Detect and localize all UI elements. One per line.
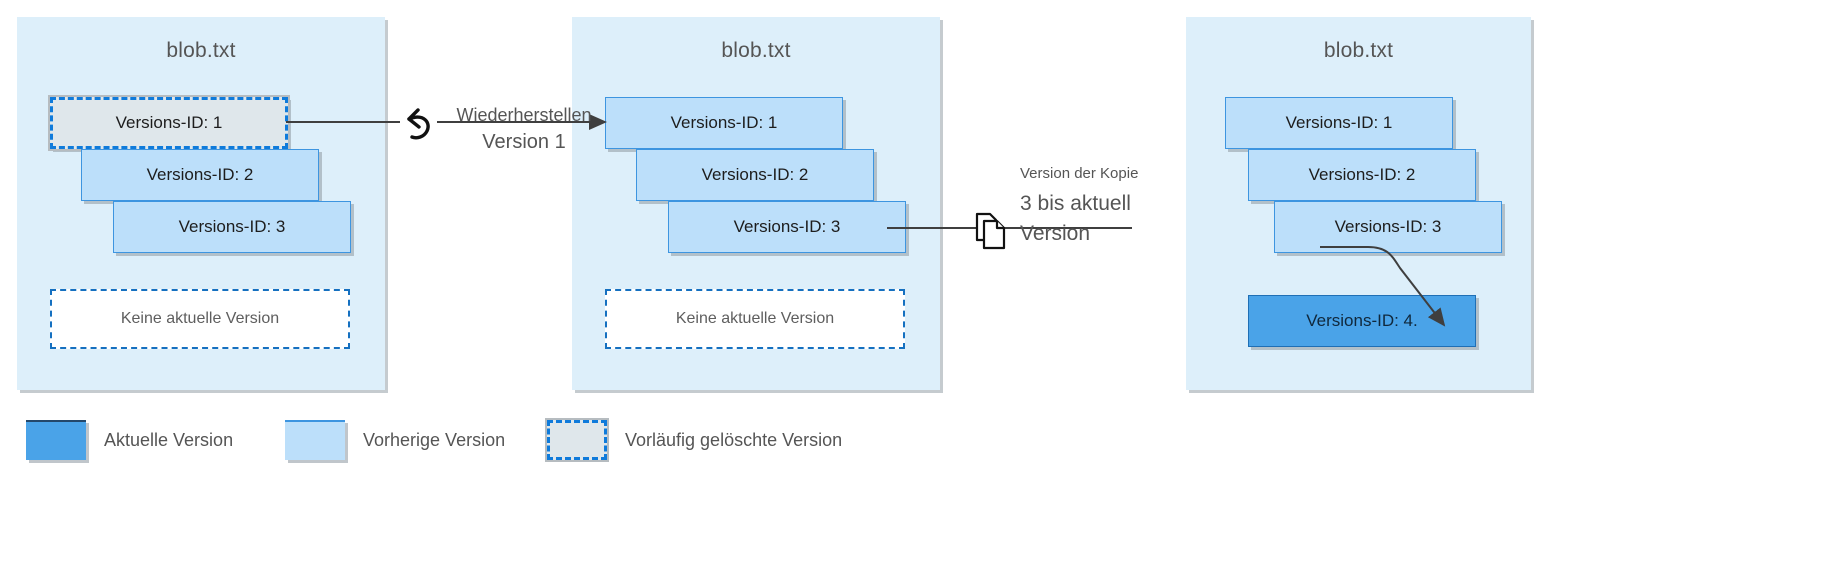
version-box-label: Versions-ID: 1 <box>1285 113 1393 132</box>
legend-previous: Vorherige Version <box>285 420 505 460</box>
legend-label-previous: Vorherige Version <box>363 429 506 450</box>
panel-restored-state: blob.txt Versions-ID: 1 Versions-ID: 2 V… <box>572 17 940 390</box>
version-box-label: Versions-ID: 2 <box>146 165 254 184</box>
version-box-previous: Versions-ID: 2 <box>81 149 319 201</box>
panel-title: blob.txt <box>166 39 236 62</box>
restore-annotation: Wiederherstellen Version 1 <box>439 102 609 157</box>
no-current-version-label: Keine aktuelle Version <box>675 310 835 327</box>
version-box-label: Versions-ID: 2 <box>701 165 809 184</box>
version-box-previous: Versions-ID: 2 <box>636 149 874 201</box>
restore-annotation-line2: Version 1 <box>482 131 566 154</box>
version-box-current: Versions-ID: 4. <box>1248 295 1476 347</box>
no-current-version-placeholder: Keine aktuelle Version <box>50 289 350 349</box>
panel-deleted-state: blob.txt Versions-ID: 1 Versions-ID: 2 V… <box>17 17 385 390</box>
legend-label-soft-deleted: Vorläufig gelöschte Version <box>625 429 843 450</box>
panel-title: blob.txt <box>721 39 791 62</box>
restore-annotation-line1: Wiederherstellen <box>456 105 592 125</box>
version-box-soft-deleted: Versions-ID: 1 <box>48 95 290 151</box>
copy-annotation-line1: Version der Kopie <box>1020 165 1139 182</box>
copy-annotation-line3: Version <box>1020 222 1091 246</box>
version-box-label: Versions-ID: 3 <box>178 217 286 236</box>
version-box-previous: Versions-ID: 1 <box>605 97 843 149</box>
legend-swatch-previous <box>285 420 345 460</box>
legend-swatch-current <box>26 420 86 460</box>
no-current-version-placeholder: Keine aktuelle Version <box>605 289 905 349</box>
panel-title: blob.txt <box>1323 39 1394 62</box>
copy-icon <box>975 212 1006 250</box>
version-box-previous: Versions-ID: 2 <box>1248 149 1476 201</box>
version-box-previous: Versions-ID: 3 <box>1274 201 1502 253</box>
legend-current: Aktuelle Version <box>26 420 233 460</box>
copy-annotation: Version der Kopie 3 bis aktuell Version <box>1020 163 1195 250</box>
version-box-previous: Versions-ID: 3 <box>668 201 906 253</box>
version-box-previous: Versions-ID: 1 <box>1225 97 1453 149</box>
legend-label-current: Aktuelle Version <box>104 429 234 450</box>
version-box-label: Versions-ID: 1 <box>115 113 223 132</box>
copy-annotation-line2: 3 bis aktuell <box>1020 191 1131 215</box>
undo-icon <box>407 108 430 140</box>
legend-soft-deleted: Vorläufig gelöschte Version <box>545 418 843 462</box>
panel-copied-state: blob.txt Versions-ID: 1 Versions-ID: 2 V… <box>1186 17 1531 390</box>
version-box-label: Versions-ID: 3 <box>1334 217 1442 236</box>
legend-swatch-soft-deleted <box>545 418 609 462</box>
version-box-label: Versions-ID: 1 <box>670 113 778 132</box>
version-box-label: Versions-ID: 3 <box>733 217 841 236</box>
version-box-previous: Versions-ID: 3 <box>113 201 351 253</box>
version-box-label: Versions-ID: 4. <box>1306 311 1418 330</box>
version-box-label: Versions-ID: 2 <box>1308 165 1416 184</box>
no-current-version-label: Keine aktuelle Version <box>120 310 280 327</box>
